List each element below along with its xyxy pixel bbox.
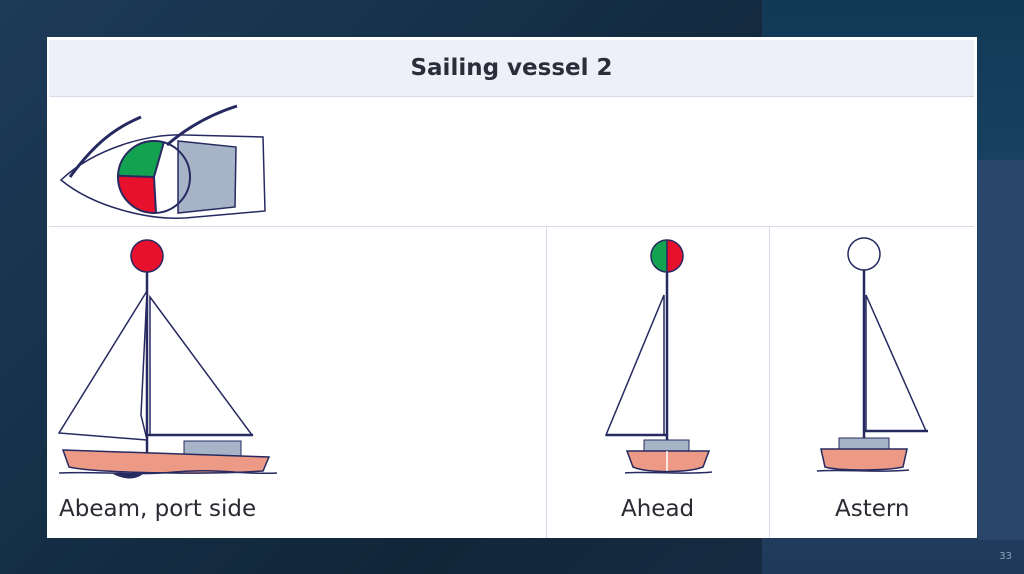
column-divider-1 — [546, 227, 547, 538]
water-line — [624, 471, 713, 474]
light-outline-top-view — [117, 140, 191, 214]
water-line — [816, 469, 910, 472]
sail-top-view — [177, 140, 237, 214]
main-sail — [149, 294, 254, 436]
masthead-light-red — [130, 239, 164, 273]
hull — [820, 448, 908, 471]
slide-number: 33 — [999, 551, 1012, 562]
label-astern: Astern — [835, 496, 910, 522]
astern-view-diagram — [816, 237, 928, 472]
sail — [865, 294, 928, 432]
cabin — [643, 439, 690, 452]
abeam-view-diagram — [57, 239, 278, 479]
background-strip — [978, 160, 1024, 540]
ahead-view-diagram — [604, 239, 713, 474]
sector-lights-top-view — [117, 140, 191, 214]
sector-arc-upper — [68, 115, 142, 178]
water-line — [58, 470, 278, 475]
sector-arc-lower — [166, 104, 238, 147]
diagram-table: Sailing vessel 2 Abeam, port side — [47, 37, 977, 538]
masthead-light-green — [651, 240, 667, 272]
table-title: Sailing vessel 2 — [410, 55, 613, 81]
stern-light-white — [847, 237, 881, 271]
label-abeam: Abeam, port side — [59, 496, 257, 522]
top-view-diagram — [59, 104, 266, 219]
sail — [604, 294, 665, 436]
column-divider-2 — [769, 227, 770, 538]
sector-red — [118, 175, 156, 213]
sector-green — [118, 140, 164, 177]
cabin — [838, 437, 890, 450]
keel — [113, 474, 143, 479]
row-divider — [49, 226, 974, 227]
masthead-light-red — [667, 240, 683, 272]
table-header: Sailing vessel 2 — [49, 40, 974, 97]
label-ahead: Ahead — [621, 496, 695, 522]
jib-sail — [57, 288, 148, 441]
hull — [625, 450, 711, 473]
